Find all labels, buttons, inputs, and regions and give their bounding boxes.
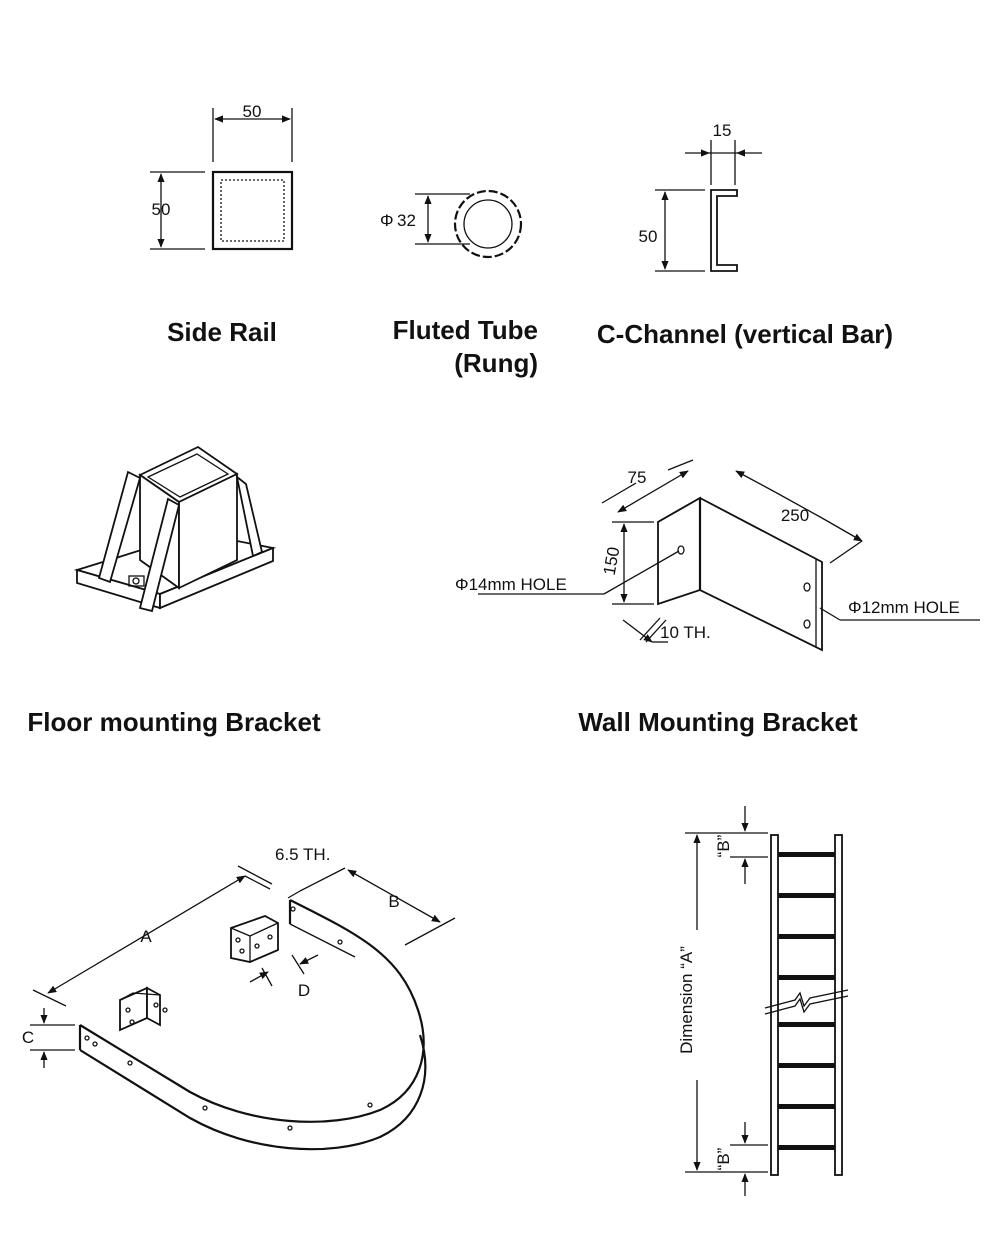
wall-bracket-title: Wall Mounting Bracket: [578, 707, 858, 737]
side-rail-inner-profile: [220, 179, 285, 242]
fluted-tube-outer-profile: [453, 189, 523, 259]
floor-bracket-title: Floor mounting Bracket: [27, 707, 321, 737]
cage-hoop-a-dimension: [47, 875, 246, 994]
wall-bracket-hole-12-label: Φ12mm HOLE: [848, 598, 960, 617]
wall-bracket-hole-14-label: Φ14mm HOLE: [455, 575, 567, 594]
fluted-tube-diameter-label: 32: [397, 211, 416, 230]
side-rail-drawing: 50 50: [150, 102, 294, 251]
wall-bracket-250-label: 250: [781, 506, 809, 525]
wall-bracket-250-dimension: [774, 491, 823, 519]
fluted-tube-subtitle: (Rung): [454, 348, 538, 378]
wall-bracket-drawing: 75 250 150 Φ14mm HOLE Φ12mm HOLE 10 TH.: [455, 459, 980, 652]
floor-bracket-anchor-hole: [128, 575, 145, 587]
fluted-tube-drawing: Φ 32: [380, 189, 523, 259]
ladder-break-line: [764, 989, 849, 1009]
floor-bracket-drawing: [73, 445, 277, 613]
cage-hoop-c-label: C: [22, 1028, 34, 1047]
fluted-tube-title: Fluted Tube: [393, 315, 538, 345]
cage-hoop-band-bottom: [79, 1034, 427, 1151]
cage-hoop-b-label: B: [388, 892, 399, 911]
c-channel-drawing: 15 50: [639, 121, 762, 272]
wall-bracket-hole-12-lower: [803, 619, 811, 629]
ladder-drawing: Dimension “A” “B” “B”: [677, 806, 849, 1196]
cage-hoop-a-label: A: [140, 927, 152, 946]
ladder-right-rail: [834, 834, 843, 1176]
ladder-dimension-a-label: Dimension “A”: [677, 946, 696, 1054]
side-rail-height-label: 50: [152, 200, 171, 219]
cage-hoop-b-dimension: [347, 869, 441, 923]
wall-bracket-hole-14-leader: [603, 550, 680, 595]
c-channel-flange-label: 15: [713, 121, 732, 140]
ladder-b-bottom-label: “B”: [714, 1147, 733, 1170]
wall-bracket-hole-12-upper: [803, 582, 811, 592]
cage-hoop-d-label: D: [298, 981, 310, 1000]
cage-hoop-thickness-label: 6.5 TH.: [275, 845, 330, 864]
wall-bracket-hole-14: [677, 545, 685, 555]
ladder-b-top-label: “B”: [714, 834, 733, 857]
wall-bracket-75-label: 75: [628, 468, 647, 487]
floor-bracket-base-side: [159, 546, 274, 610]
fluted-tube-diameter-symbol: Φ: [380, 211, 394, 230]
floor-bracket-column-side: [178, 472, 238, 590]
ladder-rungs: [778, 852, 835, 1150]
wall-bracket-thickness-label: 10 TH.: [660, 623, 711, 642]
cage-hoop-drawing: A 6.5 TH. B C D: [22, 845, 456, 1151]
side-rail-width-label: 50: [243, 102, 262, 121]
wall-bracket-150-label: 150: [600, 545, 624, 576]
wall-bracket-75-dimension: [617, 470, 689, 513]
side-rail-outer-profile: [211, 170, 294, 251]
floor-bracket-gusset-left: [97, 470, 142, 584]
cage-hoop-band-top: [79, 899, 425, 1123]
side-rail-title: Side Rail: [167, 317, 277, 347]
fluted-tube-inner-profile: [463, 199, 513, 249]
c-channel-profile: [710, 189, 738, 272]
floor-bracket-gusset-front: [138, 497, 181, 613]
c-channel-height-label: 50: [639, 227, 658, 246]
c-channel-title: C-Channel (vertical Bar): [597, 319, 893, 349]
floor-bracket-gusset-right: [235, 474, 264, 558]
